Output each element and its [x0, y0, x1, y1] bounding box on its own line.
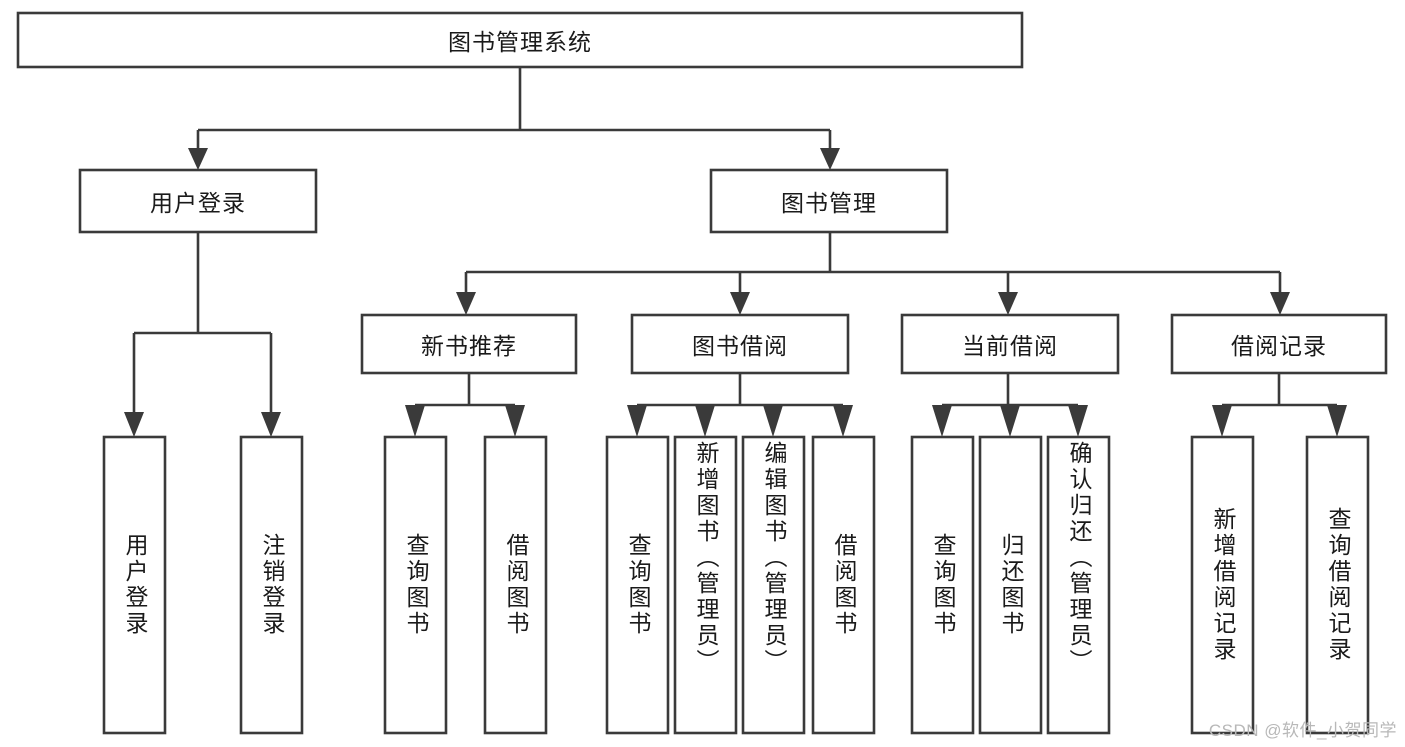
node-box-leaf10[interactable] [978, 435, 1043, 735]
node-box-bookmgmt[interactable] [709, 168, 949, 234]
arrow-head-login [188, 148, 208, 170]
node-box-leaf5[interactable] [605, 435, 670, 735]
arrow-head-leaf13 [1327, 405, 1347, 437]
node-box-leaf2[interactable] [239, 435, 304, 735]
arrow-head-leaf8 [833, 405, 853, 437]
node-box-record[interactable] [1170, 313, 1388, 375]
node-box-leaf13[interactable] [1305, 435, 1370, 735]
arrow-head-leaf3 [405, 405, 425, 437]
node-box-leaf8[interactable] [811, 435, 876, 735]
node-box-leaf12[interactable] [1190, 435, 1255, 735]
arrow-head-leaf5 [627, 405, 647, 437]
node-box-leaf1[interactable] [102, 435, 167, 735]
arrow-head-bookmgmt [820, 148, 840, 170]
node-box-leaf4[interactable] [483, 435, 548, 735]
node-box-login[interactable] [78, 168, 318, 234]
arrow-head-record [1270, 292, 1290, 315]
arrow-head-current [998, 292, 1018, 315]
arrow-head-leaf1 [124, 412, 144, 437]
node-box-leaf3[interactable] [383, 435, 448, 735]
arrow-head-leaf12 [1212, 405, 1232, 437]
arrow-head-leaf6 [695, 405, 715, 437]
arrow-head-leaf2 [261, 412, 281, 437]
arrow-head-leaf4 [505, 405, 525, 437]
arrow-head-borrow [730, 292, 750, 315]
node-box-leaf6[interactable] [673, 435, 738, 735]
node-box-leaf11[interactable] [1046, 435, 1111, 735]
arrow-head-newbook [456, 292, 476, 315]
arrow-head-leaf10 [1000, 405, 1020, 437]
arrow-head-leaf7 [763, 405, 783, 437]
node-box-leaf7[interactable] [741, 435, 806, 735]
node-box-newbook[interactable] [360, 313, 578, 375]
node-box-leaf9[interactable] [910, 435, 975, 735]
arrow-head-leaf11 [1068, 405, 1088, 437]
node-box-current[interactable] [900, 313, 1120, 375]
node-box-root[interactable] [16, 11, 1024, 69]
node-box-borrow[interactable] [630, 313, 850, 375]
arrow-head-leaf9 [932, 405, 952, 437]
